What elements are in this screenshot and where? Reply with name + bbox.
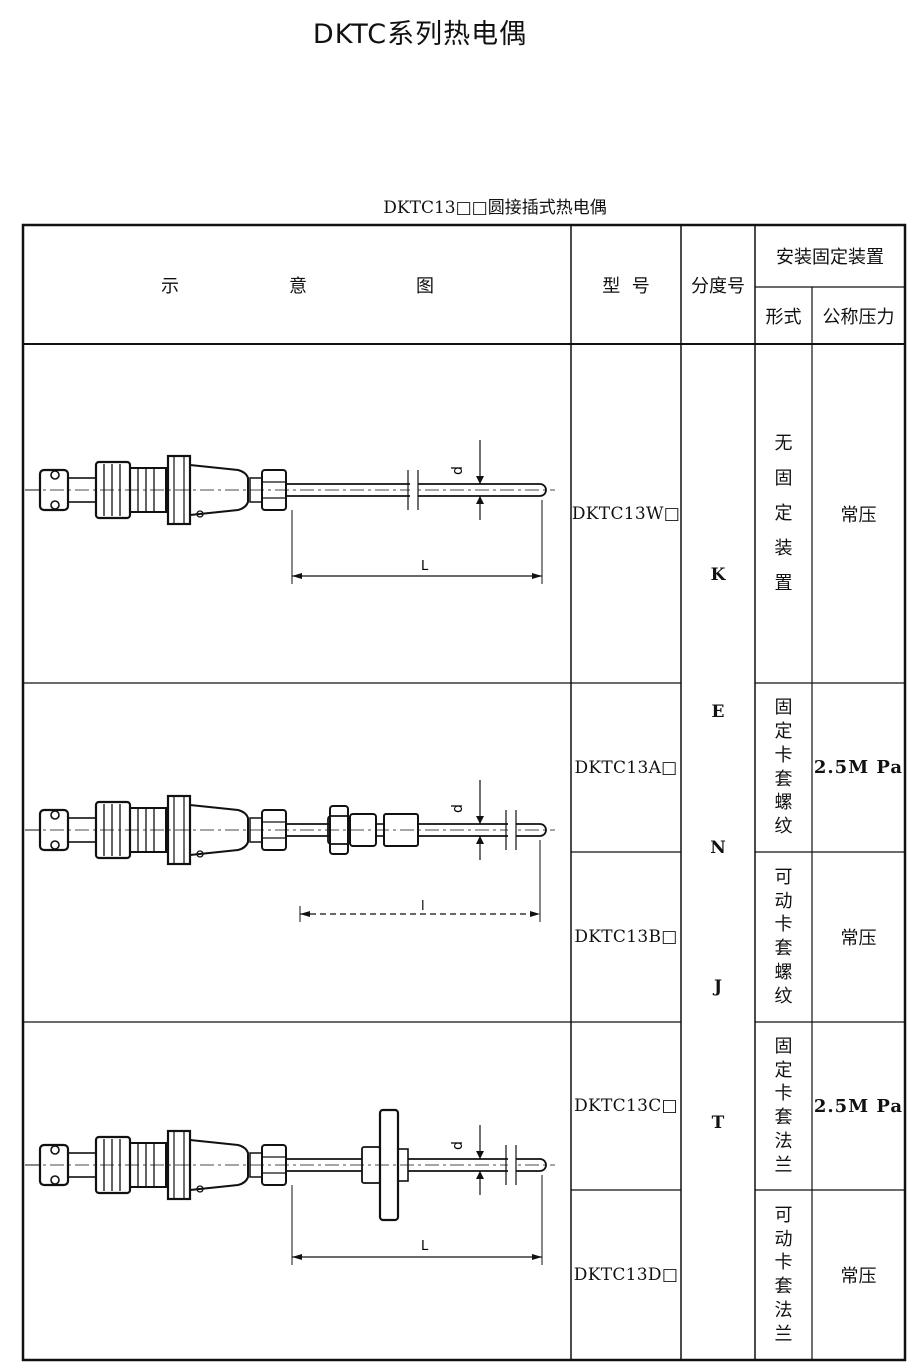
form-cell: 固定卡套螺纹 bbox=[774, 697, 793, 837]
model-cell: DKTC13D□ bbox=[573, 1265, 679, 1285]
form-cell: 无固定装置 bbox=[774, 432, 793, 595]
header-diagram-2: 意 bbox=[289, 276, 307, 297]
pressure-cell: 2.5M Pa bbox=[813, 1095, 904, 1117]
table-title: DKTC13□□圆接插式热电偶 bbox=[383, 198, 607, 218]
header-grade: 分度号 bbox=[691, 275, 745, 297]
pressure-cell: 常压 bbox=[840, 928, 877, 949]
model-cell: DKTC13C□ bbox=[574, 1096, 678, 1116]
form-cell: 可动卡套法兰 bbox=[774, 1204, 793, 1345]
pressure-cell: 2.5M Pa bbox=[813, 757, 904, 778]
grade-j: J bbox=[713, 977, 723, 997]
pressure-cell: 常压 bbox=[840, 504, 877, 526]
grade-n: N bbox=[710, 838, 726, 858]
header-form: 形式 bbox=[765, 306, 802, 328]
pressure-cell: 常压 bbox=[840, 1266, 877, 1287]
header-model: 型 号 bbox=[602, 275, 650, 297]
grade-k: K bbox=[710, 565, 726, 585]
model-cell: DKTC13W□ bbox=[571, 503, 681, 524]
model-cell: DKTC13B□ bbox=[574, 927, 678, 947]
form-cell: 固定卡套法兰 bbox=[774, 1035, 793, 1176]
model-cell: DKTC13A□ bbox=[574, 757, 678, 778]
header-diagram-3: 图 bbox=[416, 276, 434, 297]
header-diagram-1: 示 bbox=[161, 276, 179, 297]
page-title: DKTC系列热电偶 bbox=[312, 19, 528, 50]
form-cell: 可动卡套螺纹 bbox=[774, 866, 793, 1007]
header-pressure: 公称压力 bbox=[822, 306, 895, 328]
grade-t: T bbox=[711, 1113, 725, 1133]
header-mounting: 安装固定装置 bbox=[776, 247, 884, 268]
grade-e: E bbox=[711, 702, 725, 722]
